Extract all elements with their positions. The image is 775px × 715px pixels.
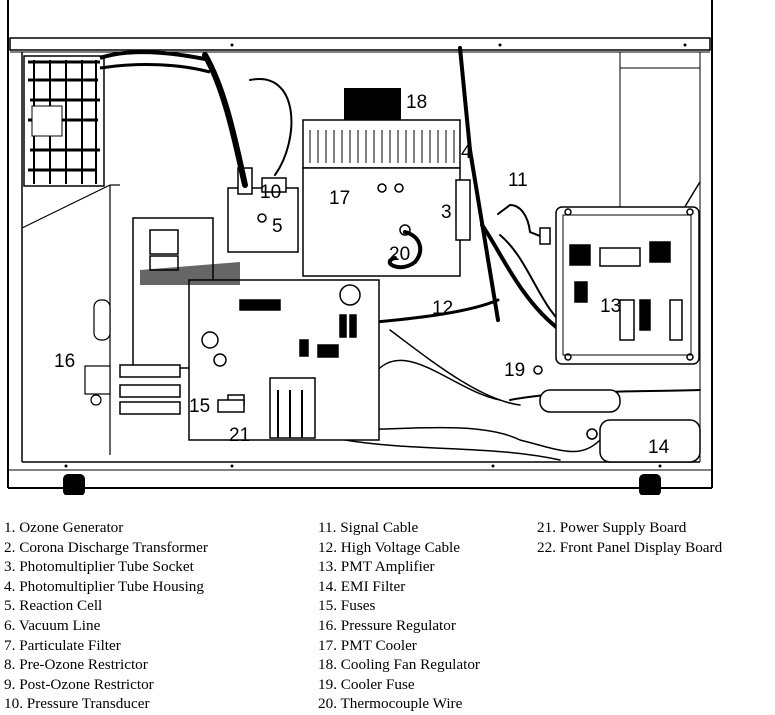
- callout-10: 10: [260, 182, 281, 203]
- legend-item: 3. Photomultiplier Tube Socket: [4, 558, 194, 576]
- legend-item: 8. Pre-Ozone Restrictor: [4, 656, 148, 674]
- chassis-rivets: [64, 43, 687, 468]
- legend-item: 15. Fuses: [318, 597, 376, 615]
- legend-item: 9. Post-Ozone Restrictor: [4, 675, 154, 693]
- chassis: [7, 0, 713, 489]
- legend-item: 17. PMT Cooler: [318, 636, 417, 654]
- reaction-cell: [227, 167, 299, 253]
- legend-item: 5. Reaction Cell: [4, 597, 103, 615]
- callout-4: 4: [461, 142, 472, 163]
- callout-19: 19: [504, 360, 525, 381]
- legend-item: 4. Photomultiplier Tube Housing: [4, 577, 204, 595]
- fuses: [217, 399, 245, 413]
- callout-3: 3: [441, 202, 452, 223]
- callout-14: 14: [648, 437, 670, 458]
- callout-20: 20: [389, 244, 410, 265]
- cooling-fan-regulator: [344, 88, 401, 120]
- legend-item: 6. Vacuum Line: [4, 616, 101, 634]
- legend: 1. Ozone Generator 2. Corona Discharge T…: [0, 518, 775, 715]
- cables: [202, 46, 701, 461]
- callout-21: 21: [229, 425, 250, 446]
- callout-13: 13: [600, 296, 621, 317]
- legend-item: 7. Particulate Filter: [4, 636, 121, 654]
- legend-item: 18. Cooling Fan Regulator: [318, 656, 480, 674]
- legend-item: 2. Corona Discharge Transformer: [4, 538, 208, 556]
- pmt-amplifier: [539, 206, 700, 365]
- legend-item: 21. Power Supply Board: [537, 519, 687, 536]
- legend-item: 14. EMI Filter: [318, 577, 406, 595]
- legend-item: 13. PMT Amplifier: [318, 558, 435, 576]
- callout-16: 16: [54, 351, 75, 372]
- legend-item: 11. Signal Cable: [318, 519, 419, 536]
- callout-17: 17: [329, 188, 350, 209]
- front-panel-display-board: [23, 50, 211, 187]
- callout-22: 22: [35, 112, 56, 133]
- legend-column-3: 21. Power Supply Board 22. Front Panel D…: [537, 518, 722, 557]
- pmt-cooler: [302, 119, 471, 277]
- callout-15: 15: [189, 396, 210, 417]
- power-supply-board: [119, 217, 380, 441]
- instrument-diagram: 18 4 11 17 10 3 5 20 12 13 16 19 15 21 1…: [7, 0, 713, 495]
- callout-11: 11: [508, 170, 528, 191]
- emi-filter: [539, 389, 701, 463]
- legend-item: 1. Ozone Generator: [4, 519, 124, 536]
- legend-item: 19. Cooler Fuse: [318, 675, 415, 693]
- legend-item: 10. Pressure Transducer: [4, 695, 150, 713]
- cooler-fuse: [533, 365, 543, 375]
- legend-column-2: 11. Signal Cable 12. High Voltage Cable …: [318, 518, 480, 714]
- legend-item: 22. Front Panel Display Board: [537, 538, 723, 556]
- feet: [63, 474, 661, 495]
- pressure-regulator: [21, 184, 120, 455]
- legend-item: 20. Thermocouple Wire: [318, 695, 463, 713]
- callout-12: 12: [432, 298, 453, 319]
- legend-column-1: 1. Ozone Generator 2. Corona Discharge T…: [4, 518, 208, 714]
- callout-18: 18: [406, 92, 427, 113]
- legend-item: 12. High Voltage Cable: [318, 538, 461, 556]
- legend-item: 16. Pressure Regulator: [318, 616, 456, 634]
- callout-5: 5: [272, 216, 283, 237]
